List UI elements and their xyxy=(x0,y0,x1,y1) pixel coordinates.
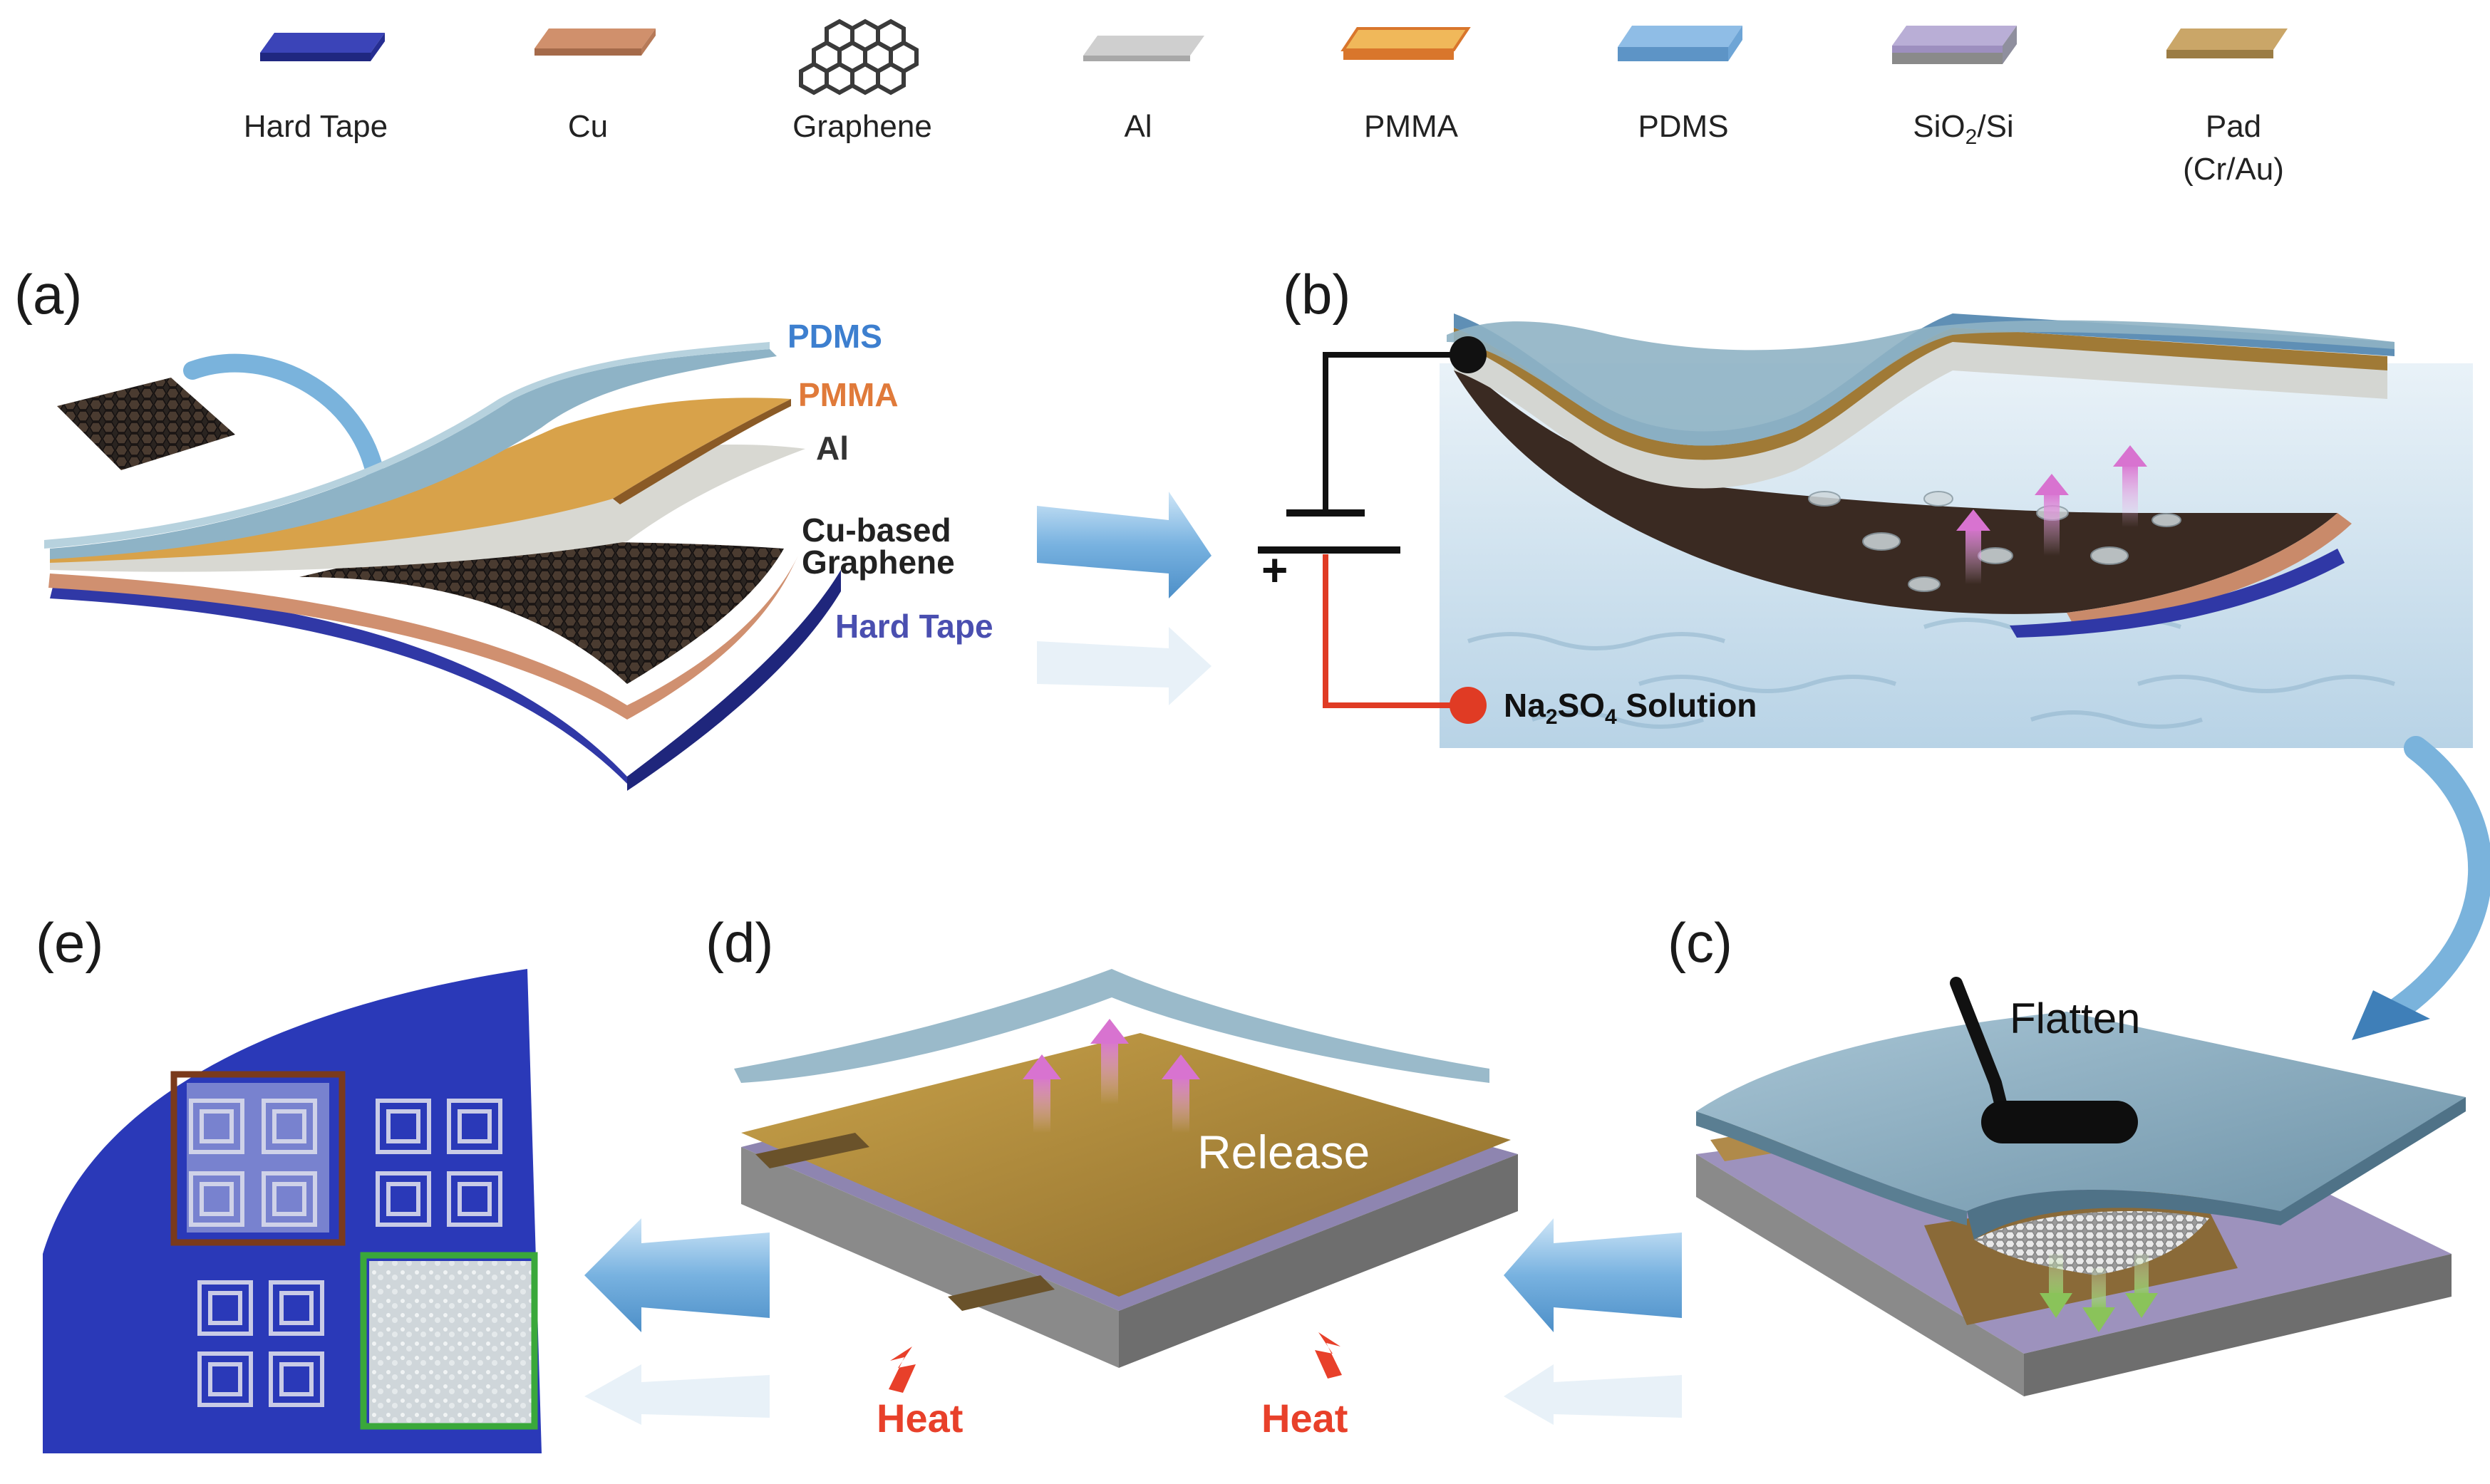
panel-letter-e: (e) xyxy=(36,911,103,974)
legend-item-pmma: PMMA xyxy=(1340,27,1471,144)
graphene-layer xyxy=(299,541,784,684)
electrode-negative xyxy=(1450,336,1487,373)
legend-label-sio2-si: SiO2/Si xyxy=(1913,109,2013,149)
pmma-layer-d xyxy=(741,1033,1511,1297)
panel-letter-d: (d) xyxy=(706,911,773,974)
label-graphene: Graphene xyxy=(802,544,955,581)
roller-icon xyxy=(1950,977,2138,1143)
legend-item-cu: Cu xyxy=(534,28,656,144)
legend-item-pad: Pad (Cr/Au) xyxy=(2166,28,2288,187)
heat-label-left: Heat xyxy=(877,1396,963,1441)
panel-letter-b: (b) xyxy=(1283,263,1350,326)
legend-label-pmma: PMMA xyxy=(1364,109,1459,144)
label-al: Al xyxy=(816,430,849,467)
arrow-left-icon-de xyxy=(584,1218,770,1425)
curved-arrow-down-icon xyxy=(2352,736,2490,1040)
legend-item-hard-tape: Hard Tape xyxy=(244,33,388,144)
heat-icon-right xyxy=(1315,1332,1342,1379)
plus-sign: + xyxy=(1261,544,1288,596)
legend-item-al: Al xyxy=(1083,36,1204,144)
label-pdms: PDMS xyxy=(787,318,882,355)
legend-label-cu: Cu xyxy=(568,109,608,144)
heat-icon-left xyxy=(889,1347,916,1393)
legend-label-pdms: PDMS xyxy=(1638,109,1728,144)
label-pmma: PMMA xyxy=(798,376,899,413)
legend-label-hard-tape: Hard Tape xyxy=(244,109,388,144)
wire-negative xyxy=(1323,352,1468,509)
al-layer-b xyxy=(1454,335,2387,489)
pmma-layer-b xyxy=(1454,328,2387,460)
panel-d: (d) Release Heat Heat xyxy=(706,911,1518,1441)
legend-label-pad: Pad xyxy=(2206,109,2261,144)
legend-label-al: Al xyxy=(1124,109,1152,144)
graphene-sample-icon xyxy=(57,378,235,470)
legend-item-pdms: PDMS xyxy=(1618,26,1742,144)
panel-letter-a: (a) xyxy=(14,263,82,326)
curved-arrow-icon xyxy=(183,353,387,501)
cu-layer xyxy=(48,556,798,720)
label-cu-based: Cu-based xyxy=(802,512,951,549)
heat-label-right: Heat xyxy=(1261,1396,1348,1441)
panel-c: (c) Flatten xyxy=(1668,911,2466,1396)
legend-item-sio2-si: SiO2/Si xyxy=(1892,26,2017,149)
release-label: Release xyxy=(1197,1126,1370,1178)
panel-letter-c: (c) xyxy=(1668,911,1732,974)
panel-b: (b) xyxy=(1258,263,2473,748)
press-arrows xyxy=(2040,1254,2158,1332)
panel-e: (e) xyxy=(36,911,542,1453)
green-highlight-box xyxy=(360,1252,538,1430)
legend-label-pad-material: (Cr/Au) xyxy=(2183,152,2284,187)
brown-highlight-box xyxy=(170,1071,346,1246)
solution-label: Na2SO4 Solution xyxy=(1504,687,1757,729)
legend: Hard Tape Cu Graphene Al xyxy=(244,19,2288,187)
device-array xyxy=(189,1099,502,1407)
pdms-layer-d xyxy=(734,969,1489,1083)
arrow-right-icon xyxy=(1037,492,1212,705)
panel-a: (a) PDMS PMMA Al Cu-based Graphene Hard … xyxy=(14,263,993,791)
label-hard-tape: Hard Tape xyxy=(835,608,993,645)
bubble-arrows xyxy=(1956,445,2147,584)
arrow-left-icon-cd xyxy=(1504,1218,1682,1425)
graphene-hexagon-icon xyxy=(799,19,919,95)
electrode-positive xyxy=(1450,687,1487,724)
graphene-wrinkle-c xyxy=(1974,1211,2209,1275)
wire-positive xyxy=(1323,554,1467,708)
legend-label-graphene: Graphene xyxy=(792,109,932,144)
release-arrows xyxy=(1023,1019,1200,1133)
flatten-label: Flatten xyxy=(2010,995,2140,1042)
